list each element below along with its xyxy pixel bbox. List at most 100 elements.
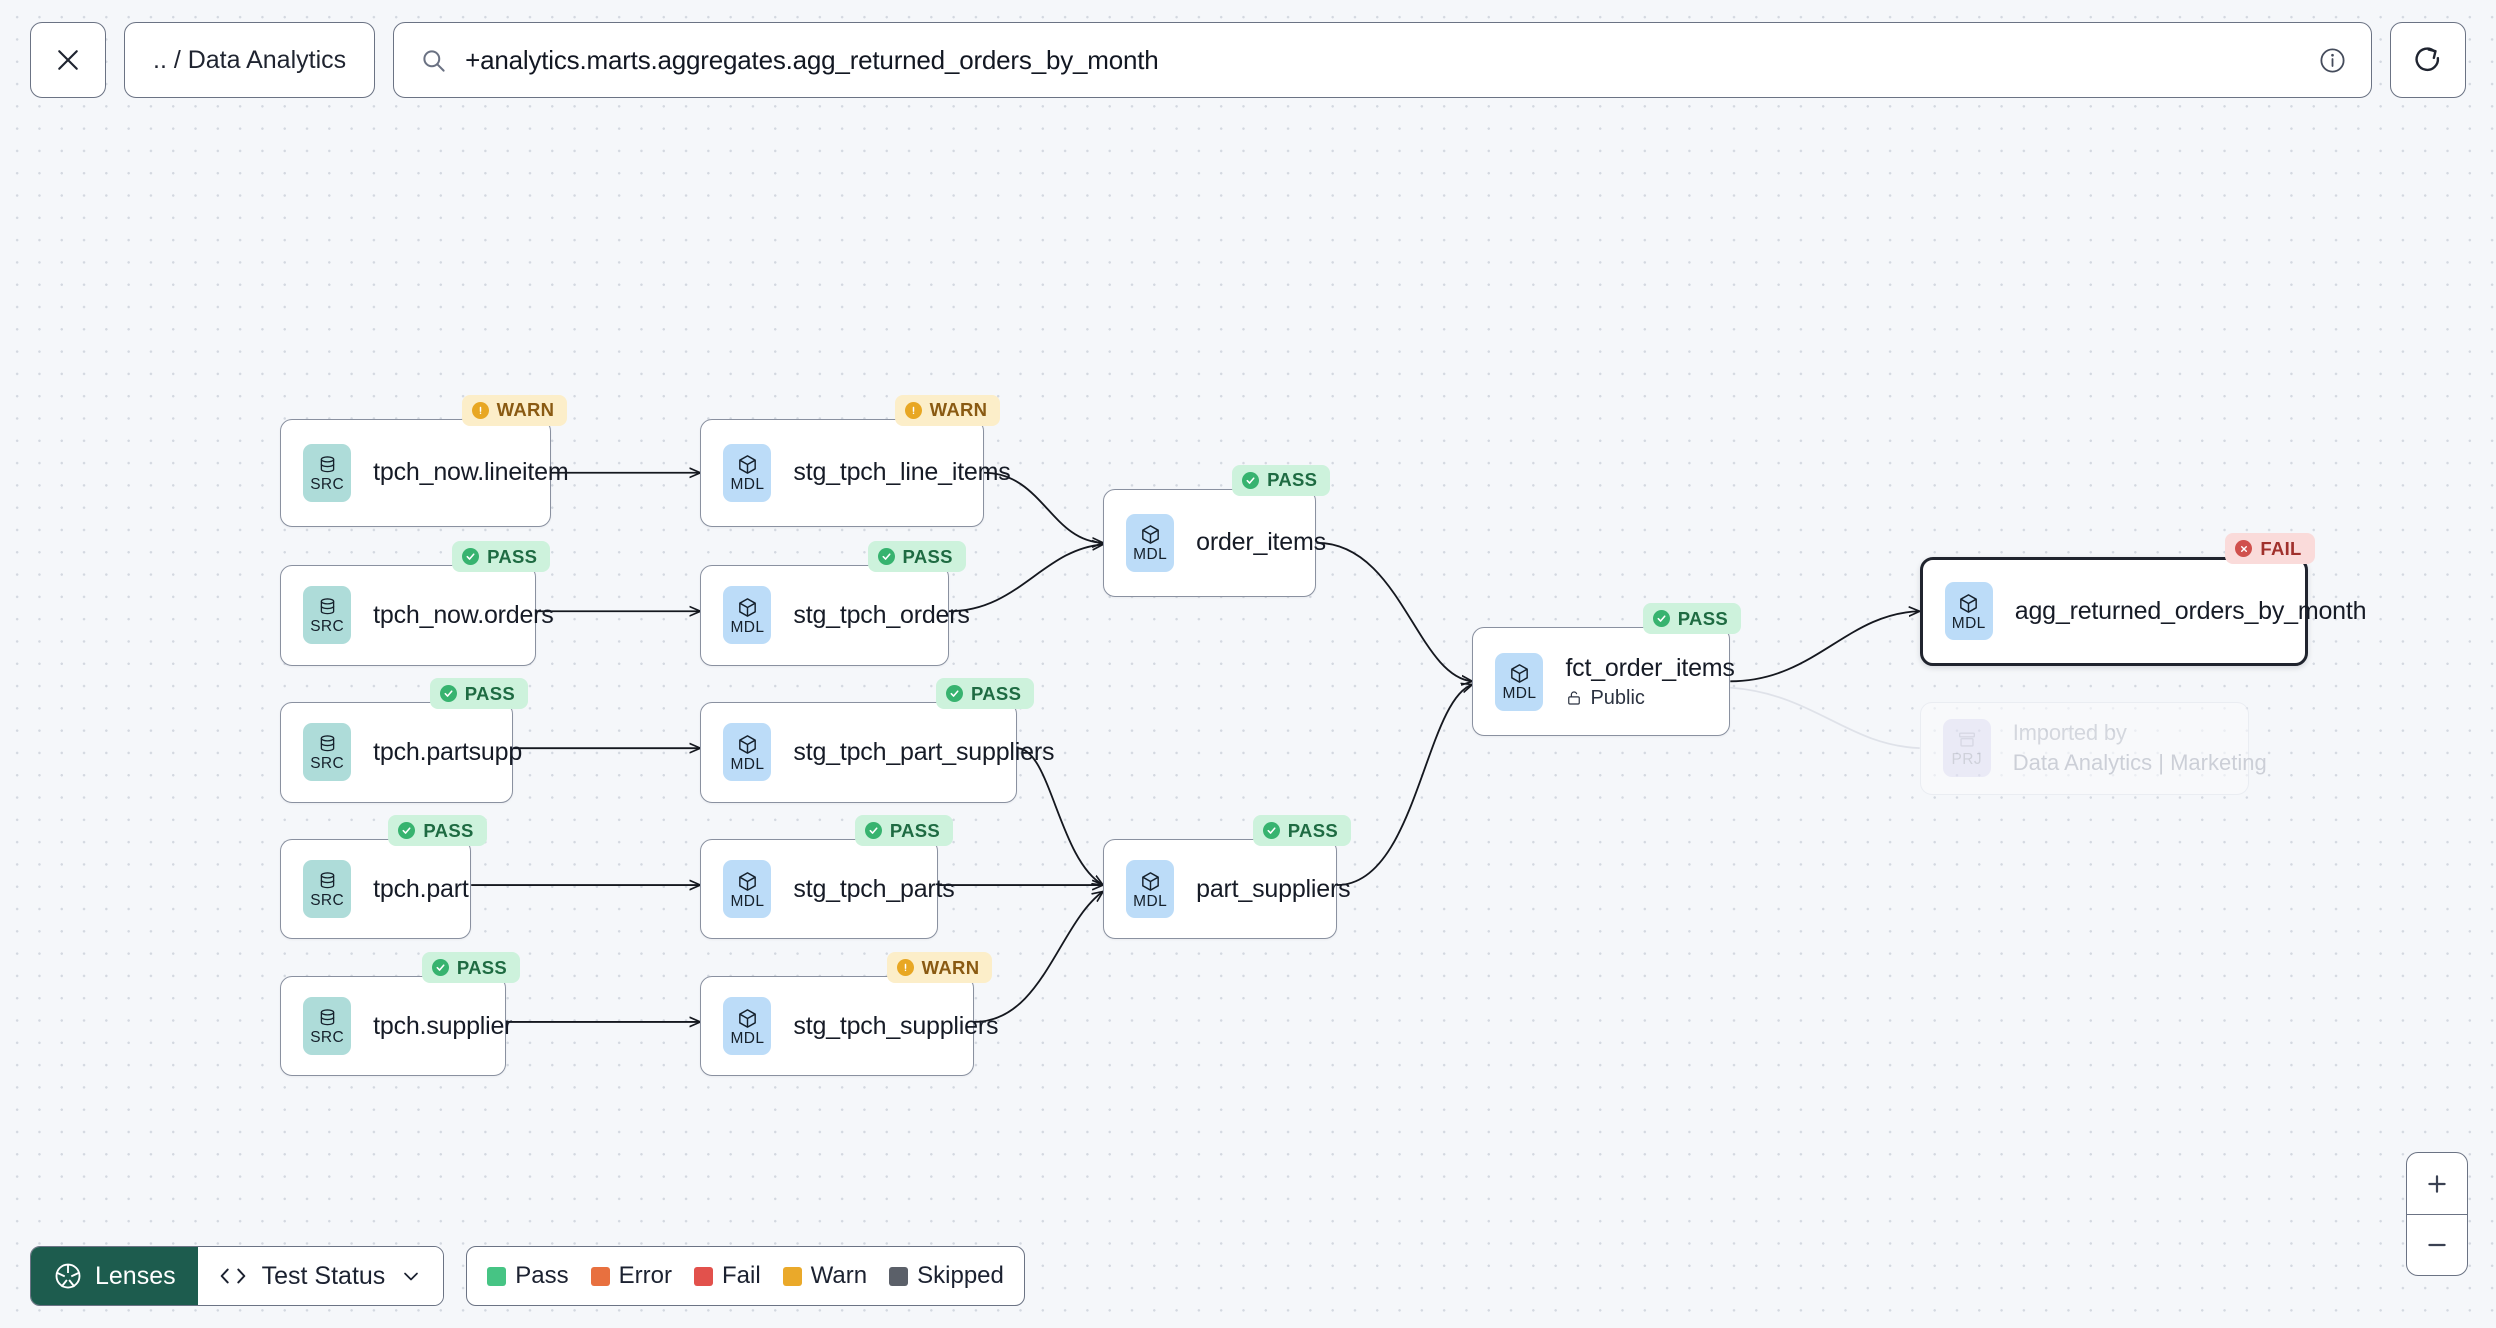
status-badge[interactable]: PASS: [452, 541, 551, 573]
node-type-badge: SRC: [303, 443, 352, 502]
lineage-node[interactable]: SRC tpch.part: [280, 839, 472, 940]
lineage-edge: [948, 544, 1103, 613]
check-icon: [950, 690, 959, 698]
zoom-in-button[interactable]: [2407, 1153, 2467, 1214]
lineage-node[interactable]: MDL order_items: [1103, 488, 1326, 598]
status-badge[interactable]: PASS: [1642, 603, 1741, 635]
status-badge[interactable]: WARN: [886, 952, 993, 984]
node-body: part_suppliers: [1196, 875, 1350, 904]
status-badge[interactable]: WARN: [461, 394, 568, 426]
status-dot: [431, 959, 449, 977]
status-badge[interactable]: PASS: [1252, 815, 1351, 847]
lenses-button[interactable]: Lenses: [31, 1247, 198, 1305]
exclamation-icon: [479, 406, 481, 414]
zoom-out-button[interactable]: [2407, 1214, 2467, 1275]
node-title: agg_returned_orders_by_month: [2014, 596, 2367, 625]
node-title: tpch.part: [373, 874, 469, 903]
node-body: tpch_now.lineitem: [373, 458, 569, 487]
status-dot: [398, 822, 416, 840]
lineage-node[interactable]: MDL stg_tpch_orders: [700, 565, 970, 666]
node-type-badge: MDL: [723, 997, 772, 1056]
check-icon: [1657, 615, 1666, 623]
node-subtitle: Data Analytics | Marketing: [2012, 750, 2267, 776]
status-label: PASS: [902, 545, 953, 567]
info-icon[interactable]: [2318, 46, 2347, 75]
node-type-badge: MDL: [723, 723, 772, 782]
lineage-node[interactable]: MDL stg_tpch_suppliers: [700, 976, 998, 1077]
status-dot: [1242, 471, 1260, 489]
exclamation-icon: [912, 406, 914, 414]
legend-label: Fail: [722, 1262, 761, 1289]
node-title: tpch_now.orders: [373, 600, 554, 629]
status-badge[interactable]: WARN: [894, 394, 1001, 426]
plus-icon: [2428, 1174, 2446, 1193]
close-icon: [58, 50, 78, 70]
status-label: PASS: [1677, 607, 1728, 629]
legend-swatch: [889, 1266, 909, 1286]
test-status-dropdown[interactable]: Test Status: [197, 1247, 444, 1305]
refresh-button[interactable]: [2390, 22, 2466, 98]
legend-item[interactable]: Warn: [782, 1262, 867, 1290]
lineage-node[interactable]: MDL agg_returned_orders_by_month: [1919, 557, 2367, 666]
cube-icon: [739, 734, 756, 754]
lineage-node[interactable]: MDL part_suppliers: [1103, 839, 1351, 940]
status-badge[interactable]: PASS: [936, 678, 1035, 710]
lineage-node[interactable]: MDL fct_order_items Public: [1472, 627, 1735, 736]
check-icon: [1267, 827, 1276, 835]
node-body: stg_tpch_line_items: [793, 458, 1010, 487]
lineage-node[interactable]: MDL stg_tpch_parts: [700, 839, 955, 940]
node-type-label: MDL: [1133, 892, 1168, 910]
node-type-label: MDL: [730, 476, 765, 494]
cube-icon: [1141, 525, 1159, 545]
node-body: tpch.part: [373, 874, 469, 904]
status-badge[interactable]: PASS: [429, 678, 528, 710]
status-legend: Pass Error Fail Warn Skipped: [466, 1246, 1025, 1306]
node-type-badge: MDL: [723, 586, 772, 645]
node-body: tpch_now.orders: [373, 600, 554, 630]
search-bar[interactable]: [393, 22, 2372, 98]
lineage-node[interactable]: SRC tpch.supplier: [280, 976, 513, 1077]
legend-item[interactable]: Pass: [487, 1262, 569, 1290]
code-icon: [220, 1268, 245, 1284]
node-body: tpch.partsupp: [373, 738, 522, 767]
legend-item[interactable]: Error: [590, 1262, 672, 1290]
status-dot: [904, 401, 922, 419]
node-type-badge: MDL: [723, 860, 772, 919]
node-title: fct_order_items: [1565, 653, 1735, 682]
legend-item[interactable]: Fail: [694, 1262, 761, 1290]
node-body: fct_order_items Public: [1565, 654, 1734, 710]
node-type-badge: SRC: [303, 860, 352, 919]
node-body: stg_tpch_part_suppliers: [793, 738, 1054, 767]
status-label: FAIL: [2260, 537, 2302, 559]
status-label: PASS: [456, 956, 508, 978]
status-badge[interactable]: PASS: [388, 815, 487, 847]
legend-item[interactable]: Skipped: [889, 1262, 1004, 1290]
lineage-node[interactable]: SRC tpch.partsupp: [280, 702, 522, 803]
database-icon: [320, 598, 334, 615]
status-badge[interactable]: FAIL: [2225, 533, 2315, 565]
lineage-node[interactable]: MDL stg_tpch_line_items: [700, 418, 1011, 528]
lineage-node[interactable]: SRC tpch_now.orders: [280, 565, 554, 666]
close-button[interactable]: [30, 22, 106, 98]
lineage-node[interactable]: MDL stg_tpch_part_suppliers: [700, 702, 1054, 803]
status-badge[interactable]: PASS: [1232, 464, 1331, 496]
status-badge[interactable]: PASS: [867, 541, 966, 573]
lineage-node[interactable]: SRC tpch_now.lineitem: [280, 418, 569, 528]
search-input[interactable]: [465, 44, 2300, 76]
status-badge[interactable]: PASS: [421, 952, 521, 984]
lineage-edge: [1730, 611, 1919, 683]
node-type-badge: MDL: [1126, 513, 1175, 572]
aperture-icon: [55, 1263, 81, 1289]
node-type-label: SRC: [310, 475, 345, 493]
archive-icon: [1958, 732, 1975, 747]
zoom-controls: [2406, 1152, 2468, 1276]
cube-icon: [1960, 593, 1978, 613]
status-badge[interactable]: PASS: [854, 815, 954, 847]
status-label: PASS: [423, 819, 474, 841]
breadcrumb[interactable]: .. / Data Analytics: [124, 22, 376, 98]
lineage-edge: [974, 891, 1103, 1023]
node-type-label: SRC: [310, 1029, 345, 1046]
lineage-edge: [1316, 541, 1472, 681]
node-type-badge: SRC: [303, 586, 352, 645]
